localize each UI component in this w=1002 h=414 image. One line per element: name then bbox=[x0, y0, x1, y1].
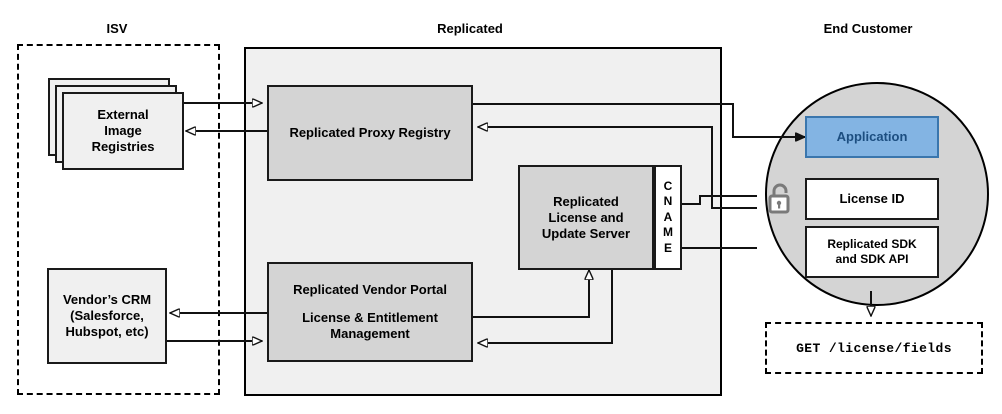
vendor-portal-line-1: Replicated Vendor Portal bbox=[293, 282, 447, 297]
registries-line-1: External bbox=[97, 107, 149, 122]
registries-line-3: Registries bbox=[91, 139, 155, 154]
license-server-line-3: Update Server bbox=[541, 225, 631, 241]
cname-letter-c: C bbox=[663, 178, 673, 193]
proxy-registry-label: Replicated Proxy Registry bbox=[289, 125, 451, 140]
api-call-label: GET /license/fields bbox=[796, 340, 952, 356]
license-id-label: License ID bbox=[839, 191, 905, 206]
application-label: Application bbox=[836, 129, 908, 144]
unlocked-padlock-icon bbox=[768, 183, 790, 214]
isv-boundary bbox=[17, 44, 220, 395]
zone-title-end-customer: End Customer bbox=[823, 21, 913, 36]
customer-license-id[interactable]: License ID bbox=[805, 178, 939, 220]
license-server-line-1: Replicated bbox=[553, 193, 619, 209]
customer-application[interactable]: Application bbox=[805, 116, 939, 158]
cname-letter-m: M bbox=[663, 225, 673, 240]
license-server-line-2: License and bbox=[548, 209, 624, 225]
sdk-line-1: Replicated SDK bbox=[827, 237, 917, 251]
vendor-portal-line-2: License & Entitlement bbox=[302, 310, 438, 325]
cname-box[interactable]: C N A M E bbox=[654, 165, 682, 270]
cname-letter-a: A bbox=[663, 209, 673, 224]
replicated-vendor-portal[interactable]: Replicated Vendor Portal License & Entit… bbox=[267, 262, 473, 362]
crm-line-2: (Salesforce, bbox=[70, 308, 144, 323]
registries-line-2: Image bbox=[104, 123, 142, 138]
cname-letter-e: E bbox=[663, 240, 672, 255]
vendor-portal-line-3: Management bbox=[330, 326, 410, 341]
replicated-proxy-registry[interactable]: Replicated Proxy Registry bbox=[267, 85, 473, 181]
replicated-license-and-update-server[interactable]: Replicated License and Update Server bbox=[518, 165, 654, 270]
customer-replicated-sdk[interactable]: Replicated SDK and SDK API bbox=[805, 226, 939, 278]
crm-line-1: Vendor’s CRM bbox=[62, 292, 152, 307]
zone-title-replicated: Replicated bbox=[437, 21, 503, 36]
vendors-crm[interactable]: Vendor’s CRM (Salesforce, Hubspot, etc) bbox=[47, 268, 167, 364]
sdk-line-2: and SDK API bbox=[835, 252, 909, 266]
zone-title-isv: ISV bbox=[106, 21, 128, 36]
cname-letter-n: N bbox=[663, 194, 673, 209]
crm-line-3: Hubspot, etc) bbox=[65, 324, 149, 339]
external-image-registries[interactable]: External Image Registries bbox=[62, 92, 184, 170]
external-image-registries-stack: External Image Registries bbox=[48, 78, 184, 170]
api-call-box: GET /license/fields bbox=[765, 322, 983, 374]
